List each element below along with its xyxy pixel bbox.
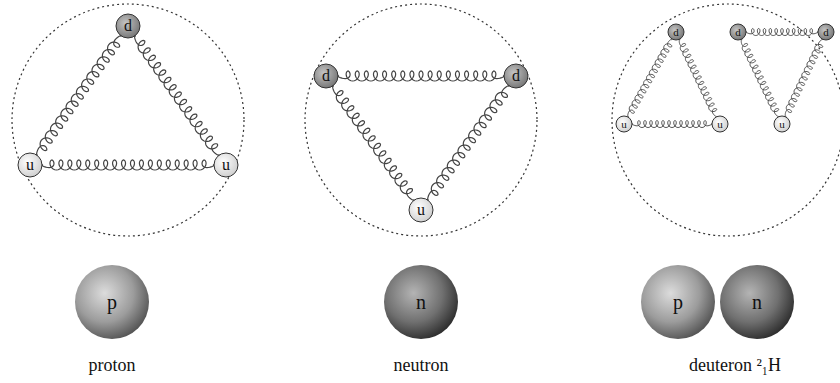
circle-fill xyxy=(504,64,528,88)
gluon-spring xyxy=(428,85,510,201)
quark-letter: d xyxy=(673,27,679,38)
quark-letter: u xyxy=(717,119,723,130)
gluon-spring xyxy=(785,39,823,117)
circle-fill xyxy=(616,116,632,132)
circle-fill xyxy=(314,64,338,88)
quark-circle: d xyxy=(115,13,141,39)
nucleon-ball: n xyxy=(719,264,795,340)
quark-circle: u xyxy=(711,115,729,133)
deuteron-boundary xyxy=(612,4,840,236)
gluon-spring xyxy=(36,35,121,156)
circle-fill xyxy=(641,265,715,339)
quark-circle: u xyxy=(408,197,434,223)
circle-fill xyxy=(774,116,790,132)
quark-circle: d xyxy=(503,63,529,89)
gluon-spring xyxy=(628,39,673,118)
proton-boundary xyxy=(12,4,244,236)
nucleon-ball: p xyxy=(74,264,150,340)
circle-fill xyxy=(668,24,684,40)
nucleon-letter: n xyxy=(752,292,762,312)
particle-name: neutron xyxy=(394,355,449,376)
quark-letter: d xyxy=(512,68,520,84)
gluon-spring xyxy=(134,35,219,156)
circle-fill xyxy=(75,265,149,339)
quark-circle: u xyxy=(773,115,791,133)
nucleon-letter: p xyxy=(673,292,683,312)
circle-fill xyxy=(409,198,433,222)
circle-fill xyxy=(730,24,746,40)
quark-circle: d xyxy=(817,23,835,41)
circle-fill xyxy=(818,24,834,40)
quark-circle: u xyxy=(17,152,43,178)
quark-letter: d xyxy=(823,27,829,38)
circle-fill xyxy=(720,265,794,339)
gluon-spring xyxy=(41,160,215,170)
quark-letter: u xyxy=(417,202,425,218)
neutron-boundary xyxy=(305,4,537,236)
gluon-spring xyxy=(333,85,415,201)
particle-name: deuteron ²₁H xyxy=(689,355,781,376)
quark-circle: d xyxy=(313,63,339,89)
gluon-spring xyxy=(337,71,505,81)
quark-letter: u xyxy=(621,119,627,130)
quark-letter: d xyxy=(124,18,132,34)
gluon-spring xyxy=(679,39,717,117)
quark-circle: d xyxy=(729,23,747,41)
quark-circle: d xyxy=(667,23,685,41)
circle-fill xyxy=(214,153,238,177)
nucleon-ball: p xyxy=(640,264,716,340)
circle-fill xyxy=(18,153,42,177)
gluon-spring xyxy=(746,29,819,36)
nucleon-ball: n xyxy=(383,264,459,340)
particle-name: proton xyxy=(89,355,136,376)
circle-fill xyxy=(116,14,140,38)
quark-letter: u xyxy=(222,157,230,173)
nucleon-letter: p xyxy=(107,292,117,312)
quark-circle: u xyxy=(213,152,239,178)
quark-circle: u xyxy=(615,115,633,133)
quark-letter: d xyxy=(322,68,330,84)
quark-letter: u xyxy=(779,119,785,130)
gluon-spring xyxy=(741,39,779,117)
nucleon-letter: n xyxy=(416,292,426,312)
circle-fill xyxy=(384,265,458,339)
quark-letter: u xyxy=(26,157,34,173)
gluon-spring xyxy=(632,121,713,128)
quark-letter: d xyxy=(735,27,741,38)
circle-fill xyxy=(712,116,728,132)
